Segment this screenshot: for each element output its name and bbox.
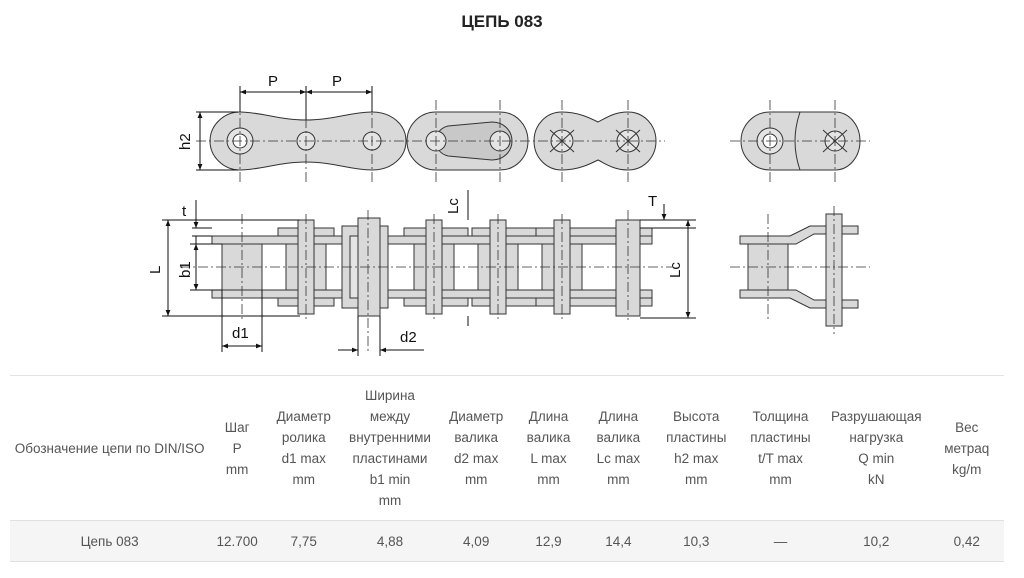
dim-label-t-upper: T xyxy=(648,193,657,210)
table-cell: 10,2 xyxy=(823,520,930,562)
dim-label-lc-top: Lc xyxy=(445,198,462,214)
column-header-line: пластинами xyxy=(352,451,428,466)
column-header: Высота пластины h2 max mm xyxy=(654,375,738,521)
column-header: Диаметр валика d2 max mm xyxy=(437,375,515,521)
column-header-line: между xyxy=(369,409,411,424)
column-header-line: mm xyxy=(769,472,792,487)
column-header-line: mm xyxy=(464,472,488,487)
column-header-line: kN xyxy=(868,472,885,487)
column-header-line: mm xyxy=(225,461,249,477)
column-header-line: Разрушающая xyxy=(831,409,922,424)
column-header-line: нагрузка xyxy=(849,430,904,445)
column-header-line: P xyxy=(232,440,242,456)
dim-label-d1: d1 xyxy=(232,325,249,342)
column-header-line: Обозначение цепи по DIN/ISO xyxy=(14,440,205,456)
column-header-line: d1 max xyxy=(281,451,326,466)
column-header-line: валика xyxy=(454,430,499,445)
dim-label-l: L xyxy=(147,266,164,274)
table-cell: Цепь 083 xyxy=(10,520,210,562)
column-header-line: ролика xyxy=(281,430,326,445)
column-header-line: h2 max xyxy=(674,451,719,466)
column-header-line: Ширина xyxy=(365,388,415,403)
column-header-line: Длина xyxy=(598,409,639,424)
column-header: Длина валика L max mm xyxy=(514,375,583,521)
column-header: Ширина между внутренними пластинами b1 min mm xyxy=(342,375,438,521)
table-cell: — xyxy=(737,520,823,562)
column-header: Разрушающая нагрузка Q min kN xyxy=(823,375,930,521)
column-header: Обозначение цепи по DIN/ISO xyxy=(10,375,210,521)
dim-label-lc-right: Lc xyxy=(667,262,684,278)
column-header-line: t/T max xyxy=(758,451,803,466)
column-header: Вес метраq kg/m xyxy=(929,375,1004,521)
column-header-line: mm xyxy=(378,493,402,508)
dim-label-h2: h2 xyxy=(177,133,194,150)
column-header-line: mm xyxy=(292,472,316,487)
column-header-line: d2 max xyxy=(454,451,499,466)
chain-drawing: P P h2 xyxy=(147,73,870,356)
table-cell: 12,9 xyxy=(514,520,583,562)
column-header-line: внутренними xyxy=(349,430,431,445)
table-cell: 7,75 xyxy=(265,520,343,562)
dim-label-d2: d2 xyxy=(400,329,417,346)
column-header-line: mm xyxy=(684,472,708,487)
column-header-line: Вес xyxy=(955,419,979,435)
column-header-line: валика xyxy=(596,430,641,445)
column-header: Длина валика Lc max mm xyxy=(582,375,655,521)
column-header-line: Q min xyxy=(858,451,895,466)
table-cell: 0,42 xyxy=(929,520,1004,562)
column-header-line: Диаметр xyxy=(276,409,331,424)
column-header-line: mm xyxy=(607,472,630,487)
column-header: Диаметр ролика d1 max mm xyxy=(265,375,343,521)
dim-label-p1: P xyxy=(268,73,278,90)
column-header-line: пластины xyxy=(666,430,727,445)
dim-label-p2: P xyxy=(332,73,342,90)
column-header-line: валика xyxy=(526,430,571,445)
page-title: ЦЕПЬ 083 xyxy=(461,12,543,31)
table-cell: 4,88 xyxy=(342,520,438,562)
column-header-line: kg/m xyxy=(952,461,982,477)
column-header-line: Шаг xyxy=(224,419,250,435)
chain-end-plan-view xyxy=(739,213,859,327)
column-header-line: Толщина xyxy=(752,409,809,424)
column-header-line: Высота xyxy=(673,409,720,424)
column-header-line: Lc max xyxy=(596,451,641,466)
table-cell: 14,4 xyxy=(582,520,655,562)
table-cell: 4,09 xyxy=(437,520,515,562)
column-header: Толщина пластины t/T max mm xyxy=(737,375,823,521)
table-cell: 10,3 xyxy=(654,520,738,562)
column-header-line: Диаметр xyxy=(449,409,504,424)
table-cell: 12.700 xyxy=(209,520,266,562)
column-header-line: Длина xyxy=(528,409,569,424)
column-header-line: метраq xyxy=(944,440,990,456)
dim-label-t: t xyxy=(182,203,187,220)
column-header-line: b1 min xyxy=(369,472,411,487)
column-header-line: пластины xyxy=(750,430,811,445)
dim-label-b1: b1 xyxy=(177,261,194,278)
column-header-line: L max xyxy=(530,451,567,466)
column-header-line: mm xyxy=(537,472,560,487)
